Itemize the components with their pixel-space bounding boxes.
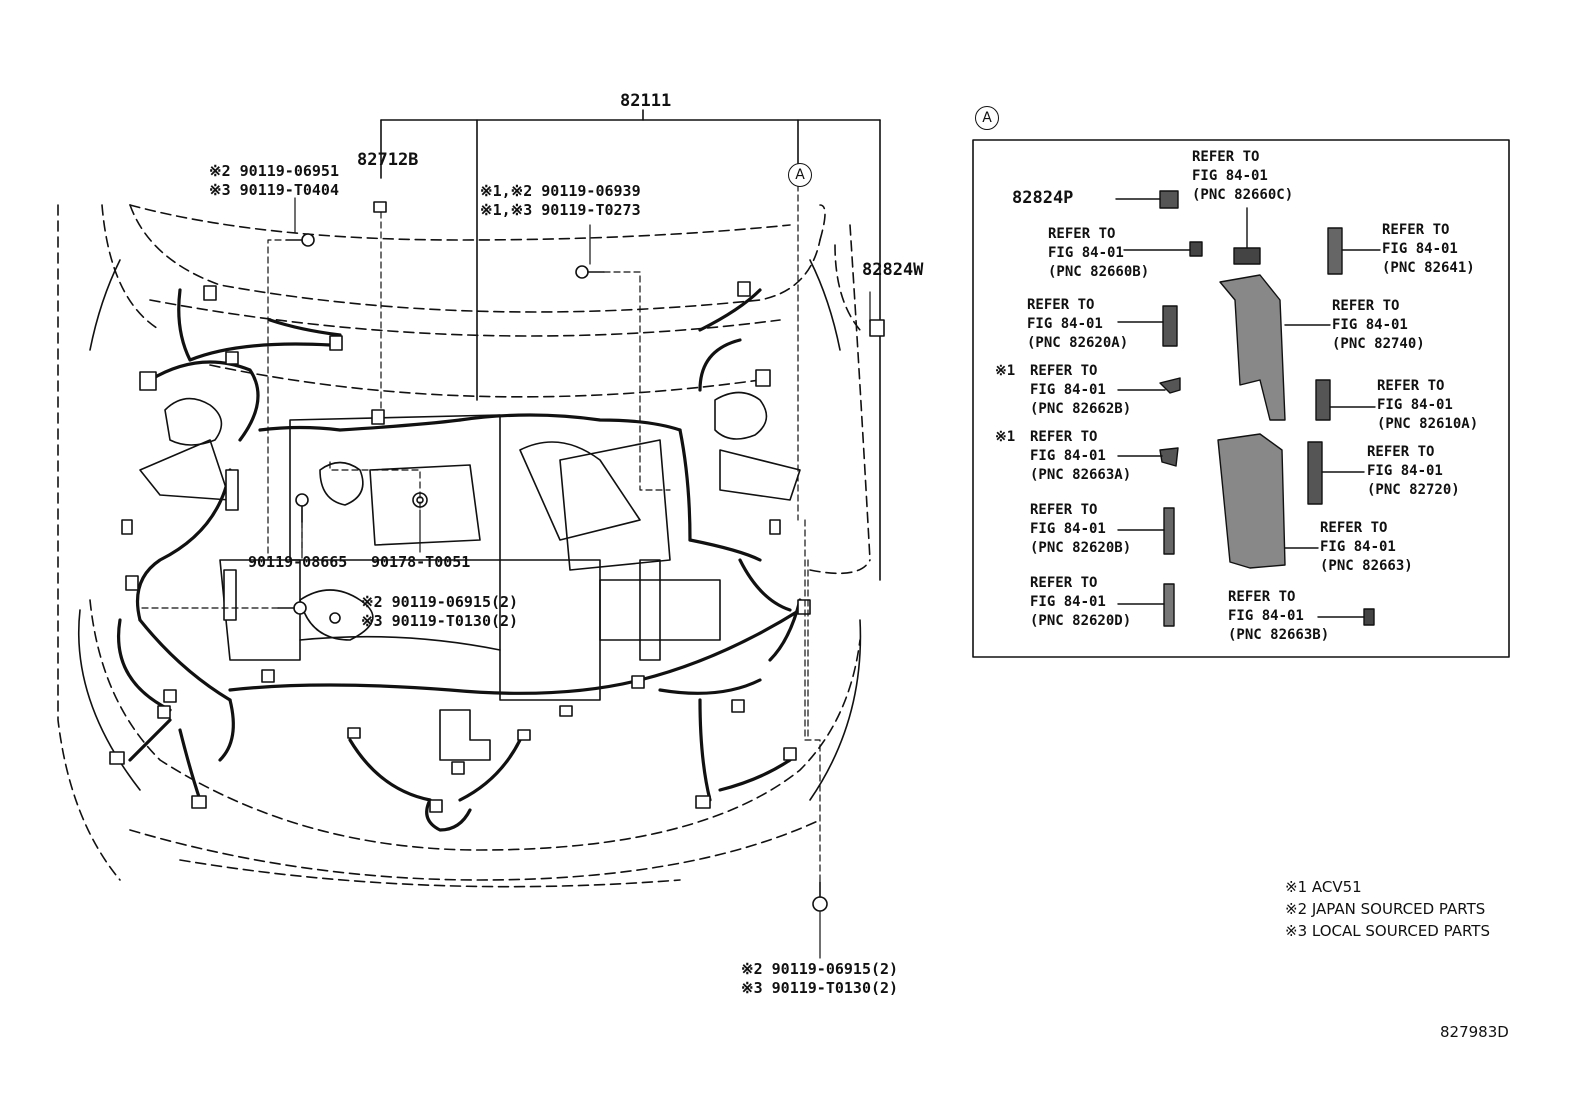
dashed-leaders	[139, 184, 821, 883]
legend-item: ※3 LOCAL SOURCED PARTS	[1285, 922, 1490, 940]
bolt-label-top-mid: ※1,※2 90119-06939 ※1,※3 90119-T0273	[480, 182, 641, 220]
bolt-label-mid: ※2 90119-06915(2) ※3 90119-T0130(2)	[361, 593, 518, 631]
car-body-outline	[57, 204, 871, 888]
wire-harness	[117, 288, 802, 832]
part-number-82824w: 82824W	[862, 260, 924, 280]
bolt-label-bottom: ※2 90119-06915(2) ※3 90119-T0130(2)	[741, 960, 898, 998]
bolt-label-line: ※2 90119-06951	[209, 162, 339, 180]
bolt-label-line: ※3 90119-T0130(2)	[741, 979, 899, 997]
bolt-label-line: ※3 90119-T0130(2)	[361, 612, 519, 630]
bolt-label-90119-08665: 90119-08665	[248, 553, 348, 571]
bolt-label-line: ※3 90119-T0404	[209, 181, 339, 199]
bolt-icon	[575, 265, 605, 279]
drawing-number: 827983D	[1440, 1023, 1509, 1041]
legend-item: ※2 JAPAN SOURCED PARTS	[1285, 900, 1486, 918]
bolt-label-line: ※1,※3 90119-T0273	[480, 201, 641, 219]
callout-a: A	[788, 163, 812, 187]
bolt-icon	[277, 601, 307, 615]
bolt-label-line: ※1,※2 90119-06939	[480, 182, 641, 200]
inset-parts	[1115, 190, 1381, 627]
bolt-label-90178-t0051: 90178-T0051	[371, 553, 471, 571]
leader-82111	[380, 109, 881, 581]
headlight-left	[139, 397, 231, 501]
inset-a-label: A	[975, 106, 999, 130]
car-body-solid	[77, 259, 862, 801]
bolt-icon	[329, 612, 341, 624]
bolt-icons	[277, 233, 828, 912]
legend-item: ※1 ACV51	[1285, 878, 1362, 896]
inset-a-frame	[972, 139, 1510, 658]
headlight-right	[714, 391, 801, 501]
part-number-82712b: 82712B	[357, 150, 419, 170]
part-number-82111: 82111	[620, 91, 672, 111]
ref-82663a-mark: ※1	[995, 429, 1016, 445]
bolt-label-top-left: ※2 90119-06951 ※3 90119-T0404	[209, 162, 339, 200]
connectors	[109, 201, 885, 813]
part-number-82824p: 82824P	[1012, 188, 1074, 208]
label-leaders	[294, 197, 871, 959]
engine-components	[219, 414, 721, 761]
ref-82662b-mark: ※1	[995, 363, 1016, 379]
legend: ※1 ACV51 ※2 JAPAN SOURCED PARTS ※3 LOCAL…	[1285, 876, 1490, 942]
bolt-icon	[812, 881, 828, 912]
bolt-icon	[285, 233, 315, 247]
bolt-label-line: ※2 90119-06915(2)	[361, 593, 519, 611]
bolt-label-line: ※2 90119-06915(2)	[741, 960, 899, 978]
